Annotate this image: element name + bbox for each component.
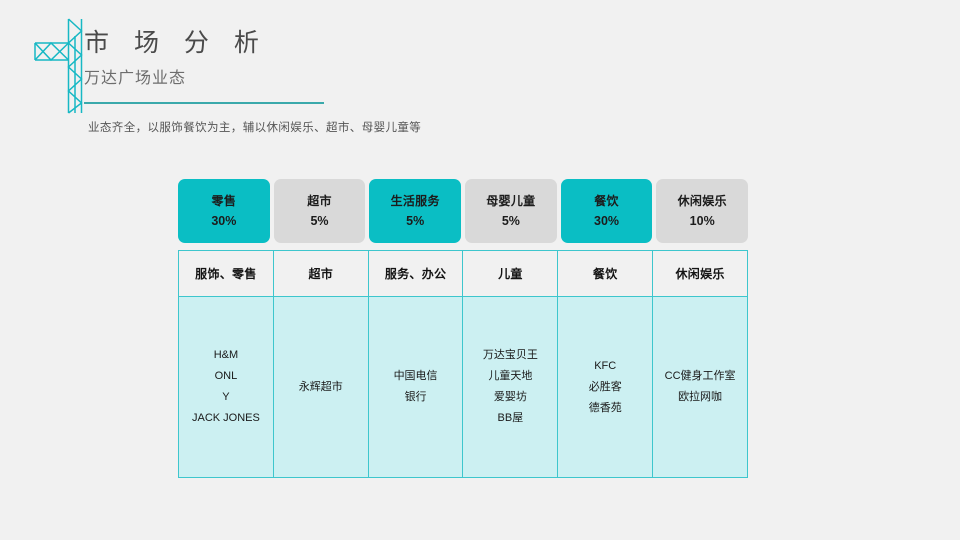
category-percentage: 30% (594, 214, 620, 228)
category-card-3[interactable]: 母婴儿童 5% (465, 179, 557, 243)
category-card-1[interactable]: 超市 5% (273, 179, 366, 243)
table-subheader-cell: 餐饮 (557, 250, 654, 297)
page-header: 市 场 分 析 万达广场业态 业态齐全，以服饰餐饮为主，辅以休闲娱乐、超市、母婴… (0, 0, 960, 160)
category-name: 生活服务 (390, 194, 440, 208)
category-percentage: 30% (211, 214, 237, 228)
table-tenant-cell: 永辉超市 (272, 296, 369, 478)
category-card-2[interactable]: 生活服务 5% (369, 179, 462, 243)
table-row-subheaders: 服饰、零售超市服务、办公儿童餐饮休闲娱乐 (178, 250, 748, 297)
category-name: 母婴儿童 (486, 194, 536, 208)
category-card-5[interactable]: 休闲娱乐 10% (656, 179, 749, 243)
table-subheader-cell: 儿童 (462, 250, 559, 297)
category-card-row: 零售 30% 超市 5% 生活服务 5% 母婴儿童 5% 餐饮 30% 休闲娱乐 10% (178, 179, 749, 243)
tenant-list: 永辉超市 (298, 380, 343, 393)
title-divider (84, 102, 324, 104)
category-percentage: 5% (406, 214, 425, 228)
table-subheader-cell: 服务、办公 (367, 250, 464, 297)
category-name: 休闲娱乐 (677, 194, 727, 208)
tenant-list: CC健身工作室 欧拉网咖 (664, 370, 736, 403)
category-card-0[interactable]: 零售 30% (178, 179, 270, 243)
category-name: 餐饮 (594, 194, 619, 208)
category-percentage: 5% (310, 214, 329, 228)
table-tenant-cell: CC健身工作室 欧拉网咖 (652, 296, 748, 478)
category-percentage: 10% (689, 214, 715, 228)
category-name: 零售 (211, 194, 237, 208)
lattice-tower-icon (33, 16, 85, 116)
table-subheader-cell: 休闲娱乐 (652, 250, 748, 297)
tenant-list: 中国电信银行 (393, 370, 438, 403)
table-subheader-cell: 超市 (272, 250, 369, 297)
title-group: 市 场 分 析 万达广场业态 (84, 26, 684, 92)
category-card-4[interactable]: 餐饮 30% (560, 179, 653, 243)
lead-paragraph: 业态齐全，以服饰餐饮为主，辅以休闲娱乐、超市、母婴儿童等 (88, 122, 422, 134)
category-percentage: 5% (501, 214, 520, 228)
table-tenant-cell: 中国电信银行 (367, 296, 464, 478)
page-title: 市 场 分 析 (84, 29, 268, 57)
table-subheader-cell: 服饰、零售 (178, 250, 274, 297)
category-name: 超市 (307, 194, 332, 208)
page-subtitle: 万达广场业态 (84, 70, 187, 87)
